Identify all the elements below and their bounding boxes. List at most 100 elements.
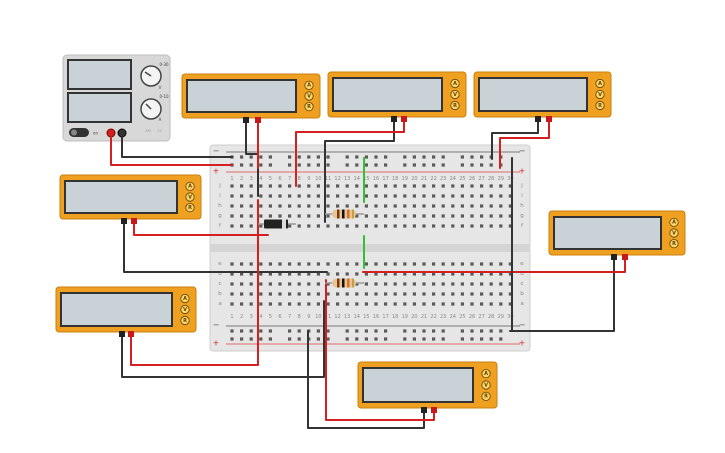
- breadboard-hole[interactable]: [480, 184, 484, 188]
- breadboard-hole[interactable]: [364, 272, 368, 276]
- breadboard-hole[interactable]: [240, 184, 244, 188]
- breadboard-hole[interactable]: [230, 292, 234, 296]
- breadboard-hole[interactable]: [384, 214, 388, 218]
- breadboard-hole[interactable]: [403, 224, 407, 228]
- rail-hole[interactable]: [364, 337, 368, 341]
- rail-hole[interactable]: [422, 163, 426, 167]
- breadboard-hole[interactable]: [508, 292, 512, 296]
- probe-terminal-com[interactable]: [119, 331, 125, 337]
- rail-hole[interactable]: [432, 155, 436, 159]
- rail-hole[interactable]: [384, 337, 388, 341]
- breadboard-hole[interactable]: [374, 272, 378, 276]
- breadboard-hole[interactable]: [470, 224, 474, 228]
- breadboard-hole[interactable]: [499, 272, 503, 276]
- breadboard-hole[interactable]: [316, 184, 320, 188]
- breadboard-hole[interactable]: [268, 292, 272, 296]
- breadboard-hole[interactable]: [470, 302, 474, 306]
- breadboard-hole[interactable]: [326, 194, 330, 198]
- rail-hole[interactable]: [268, 337, 272, 341]
- rail-hole[interactable]: [403, 337, 407, 341]
- breadboard-hole[interactable]: [259, 194, 263, 198]
- breadboard-hole[interactable]: [278, 204, 282, 208]
- breadboard-hole[interactable]: [499, 204, 503, 208]
- breadboard-hole[interactable]: [403, 272, 407, 276]
- breadboard-hole[interactable]: [499, 292, 503, 296]
- wire-m4-black[interactable]: [123, 220, 328, 273]
- mode-button-r[interactable]: R: [185, 203, 195, 213]
- breadboard-hole[interactable]: [499, 224, 503, 228]
- breadboard-hole[interactable]: [374, 194, 378, 198]
- rail-hole[interactable]: [316, 337, 320, 341]
- breadboard-hole[interactable]: [307, 184, 311, 188]
- breadboard-hole[interactable]: [412, 224, 416, 228]
- probe-terminal-com[interactable]: [535, 116, 541, 122]
- breadboard-hole[interactable]: [259, 282, 263, 286]
- multimeter-left[interactable]: AVR: [59, 174, 202, 224]
- rail-hole[interactable]: [355, 337, 359, 341]
- breadboard-hole[interactable]: [441, 214, 445, 218]
- rail-hole[interactable]: [480, 163, 484, 167]
- breadboard-hole[interactable]: [432, 262, 436, 266]
- breadboard-hole[interactable]: [307, 194, 311, 198]
- wire-m2-red[interactable]: [295, 120, 405, 187]
- breadboard-hole[interactable]: [393, 194, 397, 198]
- breadboard-hole[interactable]: [316, 302, 320, 306]
- breadboard-hole[interactable]: [460, 292, 464, 296]
- breadboard-hole[interactable]: [240, 292, 244, 296]
- breadboard-hole[interactable]: [288, 194, 292, 198]
- breadboard-hole[interactable]: [412, 272, 416, 276]
- rail-hole[interactable]: [249, 329, 253, 333]
- breadboard-hole[interactable]: [355, 194, 359, 198]
- breadboard-hole[interactable]: [393, 282, 397, 286]
- breadboard-hole[interactable]: [460, 282, 464, 286]
- breadboard-hole[interactable]: [489, 302, 493, 306]
- mode-button-r[interactable]: R: [481, 391, 491, 401]
- breadboard-hole[interactable]: [480, 204, 484, 208]
- rail-hole[interactable]: [345, 329, 349, 333]
- breadboard-hole[interactable]: [470, 262, 474, 266]
- breadboard-hole[interactable]: [422, 282, 426, 286]
- breadboard-hole[interactable]: [240, 224, 244, 228]
- wire-ps-positive[interactable]: [110, 136, 233, 166]
- rail-hole[interactable]: [403, 329, 407, 333]
- breadboard-hole[interactable]: [307, 262, 311, 266]
- breadboard-hole[interactable]: [422, 184, 426, 188]
- breadboard-hole[interactable]: [230, 214, 234, 218]
- breadboard-hole[interactable]: [460, 204, 464, 208]
- multimeter-bottom-center[interactable]: AVR: [357, 361, 498, 413]
- rail-hole[interactable]: [432, 337, 436, 341]
- rail-hole[interactable]: [364, 329, 368, 333]
- breadboard-hole[interactable]: [230, 272, 234, 276]
- rail-hole[interactable]: [374, 163, 378, 167]
- rail-hole[interactable]: [297, 329, 301, 333]
- breadboard-hole[interactable]: [393, 272, 397, 276]
- breadboard-hole[interactable]: [451, 194, 455, 198]
- breadboard-hole[interactable]: [384, 262, 388, 266]
- breadboard-hole[interactable]: [364, 302, 368, 306]
- rail-hole[interactable]: [441, 163, 445, 167]
- probe-terminal-com[interactable]: [421, 407, 427, 413]
- breadboard-hole[interactable]: [432, 224, 436, 228]
- rail-hole[interactable]: [412, 155, 416, 159]
- mode-button-a[interactable]: A: [481, 369, 491, 379]
- breadboard-hole[interactable]: [240, 262, 244, 266]
- breadboard-hole[interactable]: [508, 302, 512, 306]
- breadboard-hole[interactable]: [508, 272, 512, 276]
- breadboard-hole[interactable]: [432, 194, 436, 198]
- breadboard-hole[interactable]: [297, 272, 301, 276]
- breadboard-hole[interactable]: [374, 184, 378, 188]
- breadboard-hole[interactable]: [422, 194, 426, 198]
- breadboard-hole[interactable]: [508, 224, 512, 228]
- breadboard-hole[interactable]: [470, 292, 474, 296]
- breadboard-hole[interactable]: [259, 224, 263, 228]
- mode-button-v[interactable]: V: [180, 304, 190, 315]
- breadboard-hole[interactable]: [268, 184, 272, 188]
- mode-button-r[interactable]: R: [304, 102, 314, 112]
- wire-m6-black[interactable]: [121, 300, 325, 378]
- breadboard-hole[interactable]: [480, 292, 484, 296]
- rail-hole[interactable]: [259, 337, 263, 341]
- breadboard-hole[interactable]: [326, 214, 330, 218]
- breadboard-hole[interactable]: [364, 292, 368, 296]
- breadboard-hole[interactable]: [355, 282, 359, 286]
- rail-hole[interactable]: [268, 329, 272, 333]
